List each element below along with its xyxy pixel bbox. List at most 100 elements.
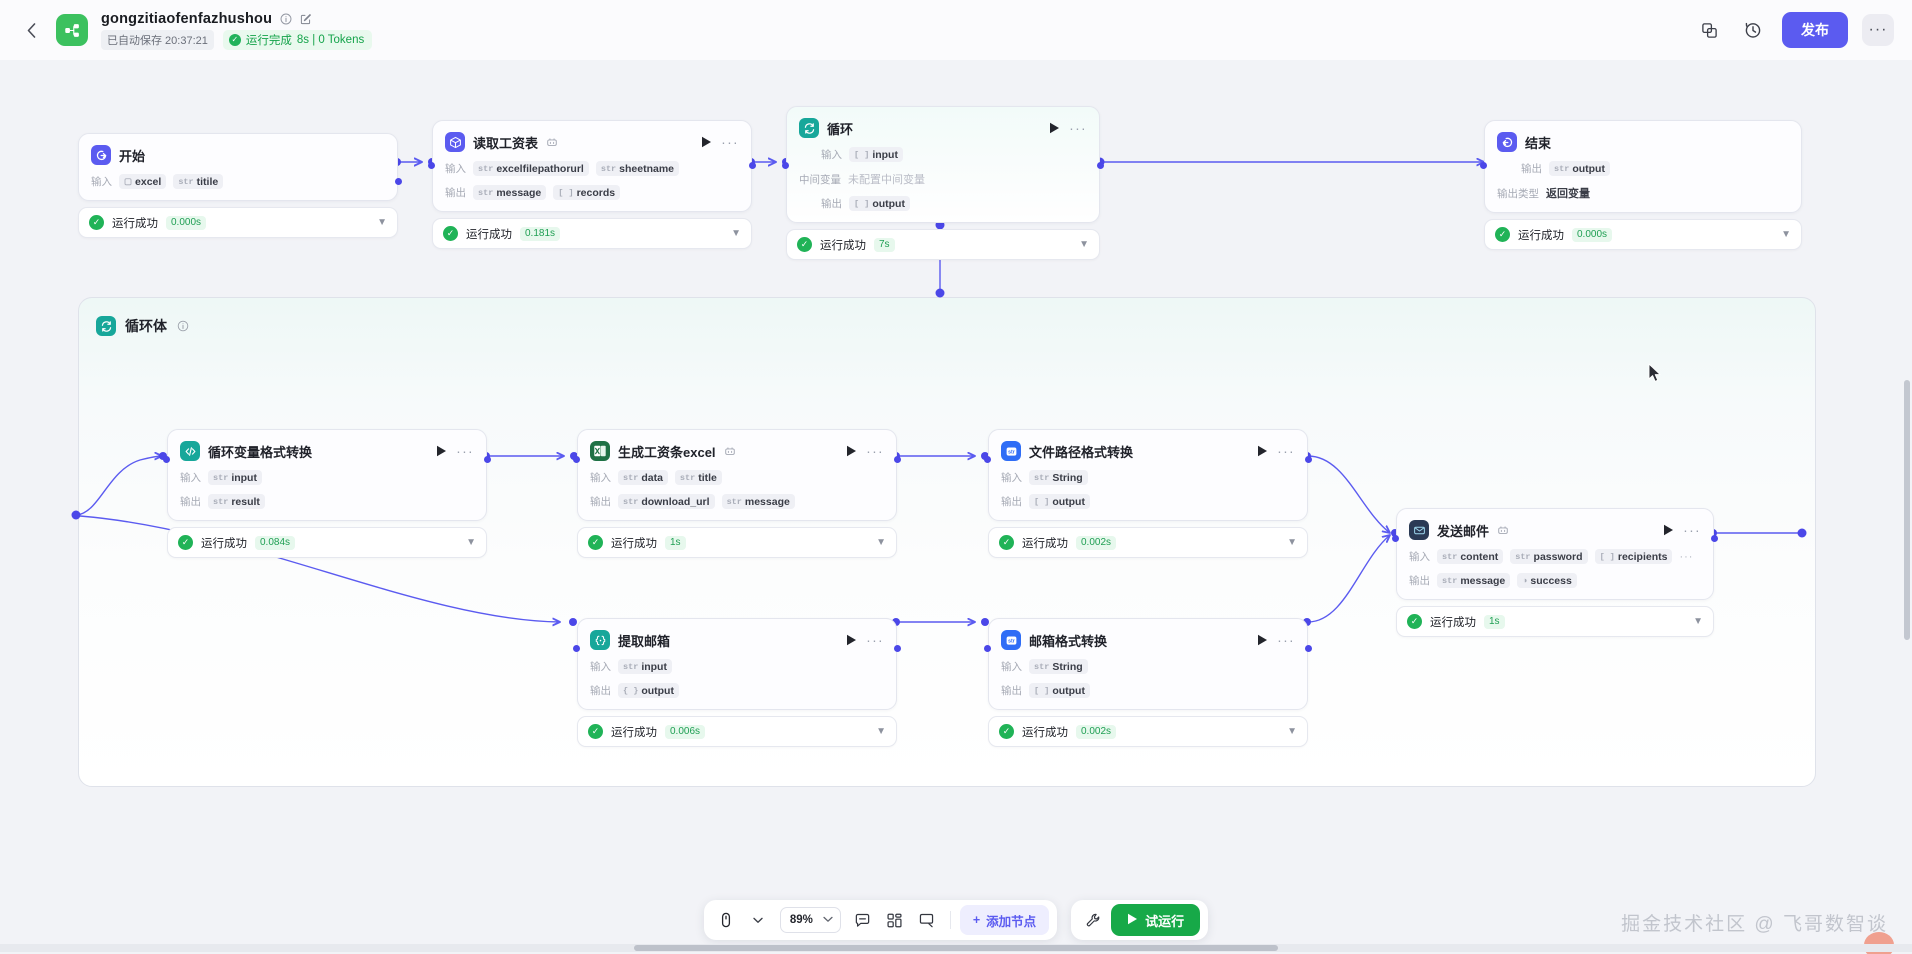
output-port[interactable]	[484, 456, 491, 463]
io-label: 输入	[1001, 472, 1022, 484]
mouse-pointer-icon[interactable]	[712, 906, 740, 934]
publish-button[interactable]: 发布	[1782, 12, 1848, 48]
node-status-bar[interactable]: ✓ 运行成功 0.002s ▼	[988, 716, 1308, 747]
node-status-bar[interactable]: ✓ 运行成功 0.084s ▼	[167, 527, 487, 558]
pointer-chevron-down-icon[interactable]	[744, 906, 772, 934]
output-port[interactable]	[395, 178, 402, 185]
input-port[interactable]	[984, 456, 991, 463]
output-port[interactable]	[894, 456, 901, 463]
run-node-button[interactable]	[1257, 634, 1268, 646]
node-more-button[interactable]: ···	[721, 134, 739, 150]
input-port[interactable]	[573, 456, 580, 463]
back-button[interactable]	[18, 17, 44, 43]
scrollbar-thumb[interactable]	[634, 945, 1278, 951]
node-start[interactable]: 开始 输入 ▢ excel str titile ✓ 运行成功 0	[78, 133, 402, 238]
node-more-button[interactable]: ···	[1069, 120, 1087, 136]
output-port[interactable]	[1305, 456, 1312, 463]
chevron-down-icon[interactable]: ▼	[1287, 537, 1297, 548]
run-node-button[interactable]	[846, 445, 857, 457]
node-more-button[interactable]: ···	[866, 632, 884, 648]
history-clock-icon[interactable]	[1738, 15, 1768, 45]
node-status-bar[interactable]: ✓ 运行成功 0.002s ▼	[988, 527, 1308, 558]
io-overflow-button[interactable]: ···	[1679, 550, 1694, 563]
try-run-button[interactable]: 试运行	[1111, 904, 1201, 936]
node-more-button[interactable]: ···	[866, 443, 884, 459]
output-port[interactable]	[1711, 535, 1718, 542]
input-port[interactable]	[428, 162, 435, 169]
workflow-canvas[interactable]: 循环体	[0, 60, 1912, 954]
run-node-button[interactable]	[846, 634, 857, 646]
node-more-button[interactable]: ···	[1683, 522, 1701, 538]
node-status-bar[interactable]: ✓ 运行成功 0.006s ▼	[577, 716, 897, 747]
input-port[interactable]	[1392, 535, 1399, 542]
duplicate-icon[interactable]	[1694, 15, 1724, 45]
chevron-down-icon[interactable]	[823, 914, 833, 926]
chevron-down-icon[interactable]: ▼	[1287, 726, 1297, 737]
input-port[interactable]	[984, 645, 991, 652]
node-more-button[interactable]: ···	[1277, 443, 1295, 459]
vertical-scrollbar[interactable]	[1904, 380, 1910, 640]
input-port[interactable]	[1480, 162, 1487, 169]
wrench-icon[interactable]	[1079, 906, 1107, 934]
chevron-down-icon[interactable]: ▼	[1693, 616, 1703, 627]
run-node-button[interactable]	[701, 136, 712, 148]
layout-grid-icon[interactable]	[881, 906, 909, 934]
node-more-button[interactable]: ···	[456, 443, 474, 459]
header-more-button[interactable]: ···	[1862, 14, 1894, 46]
node-status-bar[interactable]: ✓ 运行成功 0.000s ▼	[78, 207, 398, 238]
output-port[interactable]	[894, 645, 901, 652]
chevron-down-icon[interactable]: ▼	[1781, 229, 1791, 240]
node-status-bar[interactable]: ✓ 运行成功 0.000s ▼	[1484, 219, 1802, 250]
chevron-down-icon[interactable]: ▼	[876, 726, 886, 737]
run-node-button[interactable]	[1663, 524, 1674, 536]
node-status-bar[interactable]: ✓ 运行成功 1s ▼	[1396, 606, 1714, 637]
chevron-down-icon[interactable]: ▼	[466, 537, 476, 548]
comment-icon[interactable]	[849, 906, 877, 934]
edit-pencil-icon[interactable]	[299, 12, 312, 25]
info-icon[interactable]	[176, 320, 189, 333]
node-card[interactable]: 开始 输入 ▢ excel str titile	[78, 133, 398, 201]
input-port[interactable]	[163, 456, 170, 463]
input-port[interactable]	[573, 645, 580, 652]
output-port[interactable]	[749, 162, 756, 169]
node-status-bar[interactable]: ✓ 运行成功 1s ▼	[577, 527, 897, 558]
chevron-down-icon[interactable]: ▼	[377, 217, 387, 228]
node-status-bar[interactable]: ✓ 运行成功 0.181s ▼	[432, 218, 752, 249]
chevron-down-icon[interactable]: ▼	[876, 537, 886, 548]
zoom-level-select[interactable]: 89%	[779, 907, 841, 933]
run-node-button[interactable]	[1049, 122, 1060, 134]
chevron-down-icon[interactable]: ▼	[731, 228, 741, 239]
sticky-note-icon[interactable]	[913, 906, 941, 934]
output-port[interactable]	[1097, 162, 1104, 169]
plugin-badge-icon	[546, 136, 558, 148]
info-icon[interactable]	[279, 12, 292, 25]
horizontal-scrollbar[interactable]	[0, 944, 1912, 952]
run-node-button[interactable]	[436, 445, 447, 457]
chevron-down-icon[interactable]: ▼	[1079, 239, 1089, 250]
run-node-button[interactable]	[1257, 445, 1268, 457]
output-port[interactable]	[1305, 645, 1312, 652]
node-more-button[interactable]: ···	[1277, 632, 1295, 648]
add-node-button[interactable]: + 添加节点	[959, 905, 1050, 935]
node-status-bar[interactable]: ✓ 运行成功 7s ▼	[786, 229, 1100, 260]
input-port[interactable]	[782, 162, 789, 169]
node-loop[interactable]: 循环 ··· 输入 [ ]input 中间变量 未配置中间变量 输出 [ ]o	[782, 106, 1104, 260]
node-card[interactable]: 循环 ··· 输入 [ ]input 中间变量 未配置中间变量 输出 [ ]o	[786, 106, 1100, 223]
